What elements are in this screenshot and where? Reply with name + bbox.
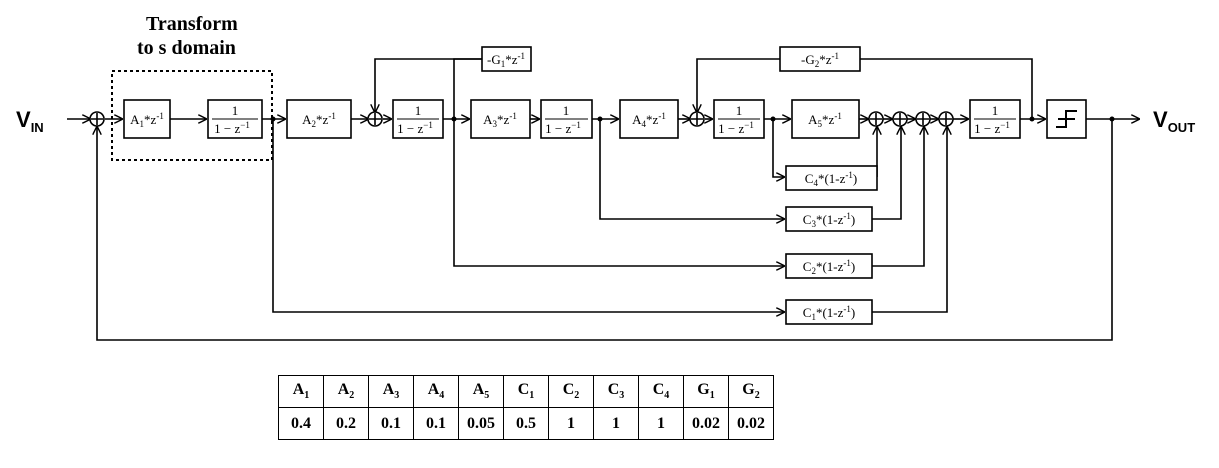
block-a4: A4*z-1: [619, 99, 679, 139]
table-header-cell: G2: [728, 375, 774, 408]
transform-title-line1: Transform: [146, 13, 238, 35]
svg-text:1: 1: [563, 103, 570, 118]
svg-text:A2*z-1: A2*z-1: [302, 111, 336, 129]
table-header-cell: A4: [413, 375, 459, 408]
integrator-5: 1 1 − z−1: [969, 99, 1021, 139]
table-header-cell: C2: [548, 375, 594, 408]
sum-junction-1: [89, 111, 105, 127]
block-g2: -G2*z-1: [779, 46, 861, 72]
quantizer-step-icon: [1056, 110, 1077, 128]
svg-text:1 − z−1: 1 − z−1: [397, 120, 433, 136]
table-header-cell: A5: [458, 375, 504, 408]
svg-text:C1*(1-z-1): C1*(1-z-1): [803, 304, 855, 322]
svg-text:A5*z-1: A5*z-1: [808, 111, 842, 129]
block-a5: A5*z-1: [791, 99, 860, 139]
sum-junction-3: [689, 111, 705, 127]
block-g1: -G1*z-1: [481, 46, 532, 72]
svg-text:1: 1: [232, 103, 239, 118]
block-a2: A2*z-1: [286, 99, 352, 139]
table-header-cell: C4: [638, 375, 684, 408]
input-label: VIN: [16, 107, 44, 135]
output-label: VOUT: [1153, 107, 1195, 135]
sum-junction-5: [892, 111, 908, 127]
integrator-1: 1 1 − z−1: [207, 99, 263, 139]
table-value-cell: 0.1: [368, 407, 414, 440]
svg-text:1 − z−1: 1 − z−1: [545, 120, 581, 136]
svg-text:1: 1: [736, 103, 743, 118]
transform-group-box: [111, 70, 273, 161]
svg-text:1 − z−1: 1 − z−1: [718, 120, 754, 136]
svg-text:1 − z−1: 1 − z−1: [974, 120, 1010, 136]
svg-text:-G2*z-1: -G2*z-1: [801, 51, 839, 69]
table-header-cell: C3: [593, 375, 639, 408]
block-diagram: Transform to s domain VIN VOUT: [16, 13, 1195, 341]
block-c2: C2*(1-z-1): [785, 253, 873, 279]
block-a3: A3*z-1: [470, 99, 531, 139]
table-value-cell: 0.05: [458, 407, 504, 440]
sum-junction-7: [938, 111, 954, 127]
sum-junction-6: [915, 111, 931, 127]
table-value-cell: 0.2: [323, 407, 369, 440]
integrator-4: 1 1 − z−1: [713, 99, 765, 139]
junction-dots: [270, 116, 1115, 122]
svg-text:1: 1: [415, 103, 422, 118]
block-a1: A1*z-1: [123, 99, 171, 139]
table-value-cell: 1: [548, 407, 594, 440]
svg-text:C3*(1-z-1): C3*(1-z-1): [803, 211, 855, 229]
table-value-cell: 1: [593, 407, 639, 440]
table-header-cell: A3: [368, 375, 414, 408]
table-header-cell: C1: [503, 375, 549, 408]
block-c3: C3*(1-z-1): [785, 206, 873, 232]
svg-text:C2*(1-z-1): C2*(1-z-1): [803, 258, 855, 276]
integrator-2: 1 1 − z−1: [392, 99, 444, 139]
svg-text:A3*z-1: A3*z-1: [483, 111, 517, 129]
table-header-cell: A1: [278, 375, 324, 408]
svg-text:1 − z−1: 1 − z−1: [214, 120, 250, 136]
summing-junctions: [89, 111, 954, 127]
table-header-cell: A2: [323, 375, 369, 408]
sum-junction-4: [868, 111, 884, 127]
quantizer-block: [1046, 99, 1087, 139]
integrator-3: 1 1 − z−1: [540, 99, 593, 139]
svg-text:-G1*z-1: -G1*z-1: [487, 51, 525, 69]
table-value-cell: 0.5: [503, 407, 549, 440]
svg-text:C4*(1-z-1): C4*(1-z-1): [805, 170, 857, 188]
table-value-cell: 0.02: [683, 407, 729, 440]
sum-junction-2: [367, 111, 383, 127]
signal-wires: [67, 58, 1139, 341]
svg-text:A1*z-1: A1*z-1: [130, 111, 164, 129]
svg-text:A4*z-1: A4*z-1: [632, 111, 666, 129]
transform-title-line2: to s domain: [137, 37, 236, 59]
table-value-cell: 0.4: [278, 407, 324, 440]
table-value-cell: 0.1: [413, 407, 459, 440]
svg-text:1: 1: [992, 103, 999, 118]
block-c1: C1*(1-z-1): [785, 299, 873, 325]
table-header-cell: G1: [683, 375, 729, 408]
table-value-cell: 0.02: [728, 407, 774, 440]
block-c4: C4*(1-z-1): [785, 165, 878, 191]
table-value-cell: 1: [638, 407, 684, 440]
